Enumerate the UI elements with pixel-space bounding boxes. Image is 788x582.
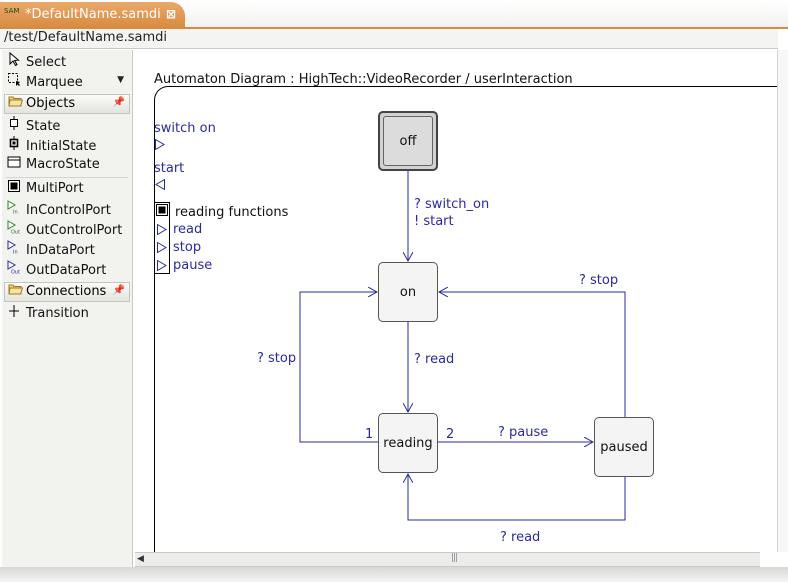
automaton-frame[interactable] [154,86,788,567]
pin-icon[interactable]: 📌 [112,97,125,108]
transition-label-stop[interactable]: ? stop [257,351,297,366]
palette-drawer-objects[interactable]: Objects 📌 [4,94,130,114]
initial-state-inner: off [383,116,433,166]
svg-text:Out: Out [11,230,20,235]
editor-tab-bar: SAM *DefaultName.samdi ⊠ [0,0,788,29]
port-reading-functions-label: reading functions [175,205,289,220]
macro-state-icon [6,156,22,171]
out-control-port-icon: Out [6,220,22,237]
in-port-icon[interactable] [157,260,167,271]
priority-label: 2 [446,427,455,442]
scroll-grip-icon[interactable]: ||| [451,553,458,563]
state-paused[interactable]: paused [594,417,654,477]
palette-object-incontrolport[interactable]: In InControlPort [6,200,130,220]
arrow-pointer-icon [6,51,22,69]
transition-icon [6,305,22,320]
palette-object-indataport[interactable]: In InDataPort [6,240,130,260]
horizontal-scrollbar[interactable]: ◀ ||| [135,552,760,567]
folder-open-icon [8,95,24,110]
editor-tab[interactable]: SAM *DefaultName.samdi ⊠ [0,2,185,28]
svg-text:In: In [13,210,18,215]
folder-open-icon [8,283,24,298]
out-data-port-icon: Out [6,260,22,277]
palette-object-macrostate[interactable]: MacroState [6,156,130,176]
state-off[interactable]: off [378,111,438,171]
in-port-icon[interactable] [157,242,167,253]
port-switch-on-label: switch on [154,121,216,136]
multiport-box[interactable] [154,202,170,274]
out-port-icon[interactable] [155,179,165,190]
state-icon [6,116,22,133]
vertical-scrollbar[interactable] [777,50,788,552]
tab-underline [0,27,788,29]
transition-label-stop[interactable]: ? stop [579,273,619,288]
palette-object-outcontrolport[interactable]: Out OutControlPort [6,220,130,240]
diagram-title: Automaton Diagram : HighTech::VideoRecor… [154,72,573,87]
in-control-port-icon: In [6,200,22,217]
transition-label-pause[interactable]: ? pause [498,425,549,440]
svg-text:Out: Out [11,270,20,275]
state-reading[interactable]: reading [378,413,438,473]
marquee-icon [6,72,22,89]
dropdown-arrow-icon[interactable]: ▼ [117,75,124,85]
port-stop-label: stop [173,240,202,255]
palette-panel: Select Marquee ▼ Objects 📌 State Initial… [2,50,133,572]
in-port-icon[interactable] [157,224,167,235]
palette-object-state[interactable]: State [6,116,130,136]
port-read-label: read [173,222,203,237]
palette-object-initialstate[interactable]: InitialState [6,136,130,156]
transition-label-read[interactable]: ? read [414,352,455,367]
window-bottom-edge [0,567,788,582]
close-tab-icon[interactable]: ⊠ [166,7,177,21]
palette-drawer-connections[interactable]: Connections 📌 [4,282,130,302]
svg-text:In: In [13,250,18,255]
initial-state-icon [6,136,22,153]
multiport-icon [6,180,22,195]
port-start-label: start [154,161,185,176]
state-on[interactable]: on [378,262,438,322]
transition-label-switch-on[interactable]: ? switch_on [414,197,490,212]
palette-tool-marquee[interactable]: Marquee ▼ [6,72,130,92]
palette-object-outdataport[interactable]: Out OutDataPort [6,260,130,280]
transition-label-start[interactable]: ! start [414,214,454,229]
in-data-port-icon: In [6,240,22,257]
multiport-icon [156,204,168,216]
priority-label: 1 [365,427,374,442]
pin-icon[interactable]: 📌 [112,285,125,296]
file-path: /test/DefaultName.samdi [4,30,167,45]
palette-object-multiport[interactable]: MultiPort [6,180,130,200]
transition-label-read[interactable]: ? read [500,530,541,545]
scroll-left-icon[interactable]: ◀ [137,554,144,564]
port-pause-label: pause [173,258,213,273]
palette-separator [6,177,128,178]
palette-tool-select[interactable]: Select [6,51,130,72]
tab-title: *DefaultName.samdi [25,7,161,22]
in-port-icon[interactable] [155,139,165,150]
sam-file-icon: SAM [4,7,20,15]
palette-connection-transition[interactable]: Transition [6,305,130,325]
breadcrumb: /test/DefaultName.samdi [0,29,778,49]
